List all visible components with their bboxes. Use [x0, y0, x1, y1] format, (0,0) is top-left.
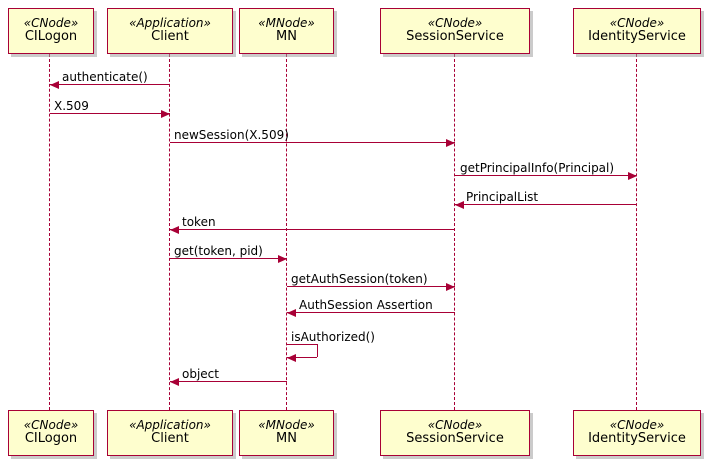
message-label: getAuthSession(token): [291, 272, 428, 286]
participant-cilogon-bottom: «CNode»CILogon: [8, 410, 94, 456]
message-line: [287, 286, 455, 287]
self-message-top-segment: [287, 344, 317, 345]
message-line: [170, 258, 287, 259]
participant-identityservice-bottom: «CNode»IdentityService: [573, 410, 701, 456]
message-arrowhead: [287, 308, 296, 317]
lifeline-sessionservice: [454, 54, 456, 410]
message-label: PrincipalList: [466, 190, 539, 204]
participant-stereotype: «MNode»: [258, 15, 315, 30]
participant-name: Client: [151, 431, 189, 447]
message-label: AuthSession Assertion: [299, 298, 433, 312]
participant-name: MN: [276, 431, 297, 447]
message-label: authenticate(): [62, 70, 148, 84]
participant-stereotype: «CNode»: [427, 15, 483, 30]
message-arrowhead: [161, 109, 170, 118]
message-arrowhead: [50, 80, 59, 89]
message-line: [287, 312, 455, 313]
participant-sessionservice-bottom: «CNode»SessionService: [380, 410, 530, 456]
participant-name: MN: [276, 29, 297, 45]
participant-name: CILogon: [24, 431, 78, 447]
message-arrowhead: [446, 282, 455, 291]
message-arrowhead: [170, 225, 179, 234]
message-arrowhead: [628, 171, 637, 180]
participant-name: IdentityService: [588, 29, 686, 45]
message-label: newSession(X.509): [174, 128, 289, 142]
participant-stereotype: «CNode»: [23, 417, 79, 432]
lifeline-client: [169, 54, 171, 410]
message-arrowhead: [278, 254, 287, 263]
message-line: [50, 113, 170, 114]
participant-name: CILogon: [24, 29, 78, 45]
participant-sessionservice-top: «CNode»SessionService: [380, 8, 530, 54]
lifeline-identityservice: [636, 54, 638, 410]
lifeline-mn: [286, 54, 288, 410]
participant-name: IdentityService: [588, 431, 686, 447]
self-message-right-segment: [317, 344, 318, 357]
message-label: get(token, pid): [174, 244, 263, 258]
participant-name: SessionService: [406, 29, 504, 45]
participant-name: Client: [151, 29, 189, 45]
participant-client-top: «Application»Client: [107, 8, 233, 54]
participant-stereotype: «Application»: [129, 417, 211, 432]
message-arrowhead: [170, 377, 179, 386]
participant-client-bottom: «Application»Client: [107, 410, 233, 456]
self-message-label: isAuthorized(): [291, 330, 375, 344]
message-label: object: [182, 367, 219, 381]
lifeline-cilogon: [49, 54, 51, 410]
message-line: [455, 175, 637, 176]
participant-identityservice-top: «CNode»IdentityService: [573, 8, 701, 54]
message-label: token: [182, 215, 216, 229]
participant-stereotype: «CNode»: [23, 15, 79, 30]
participant-cilogon-top: «CNode»CILogon: [8, 8, 94, 54]
participant-name: SessionService: [406, 431, 504, 447]
message-line: [170, 142, 455, 143]
message-line: [170, 229, 455, 230]
message-line: [455, 204, 637, 205]
message-line: [170, 381, 287, 382]
self-message-bottom-segment: [287, 357, 317, 358]
self-message-arrowhead: [287, 353, 296, 362]
participant-mn-top: «MNode»MN: [239, 8, 334, 54]
participant-stereotype: «CNode»: [609, 417, 665, 432]
participant-stereotype: «CNode»: [427, 417, 483, 432]
participant-stereotype: «Application»: [129, 15, 211, 30]
participant-stereotype: «CNode»: [609, 15, 665, 30]
message-arrowhead: [455, 200, 464, 209]
participant-mn-bottom: «MNode»MN: [239, 410, 334, 456]
participant-stereotype: «MNode»: [258, 417, 315, 432]
message-label: getPrincipalInfo(Principal): [460, 161, 615, 175]
message-arrowhead: [446, 138, 455, 147]
message-line: [50, 84, 170, 85]
message-label: X.509: [54, 99, 89, 113]
